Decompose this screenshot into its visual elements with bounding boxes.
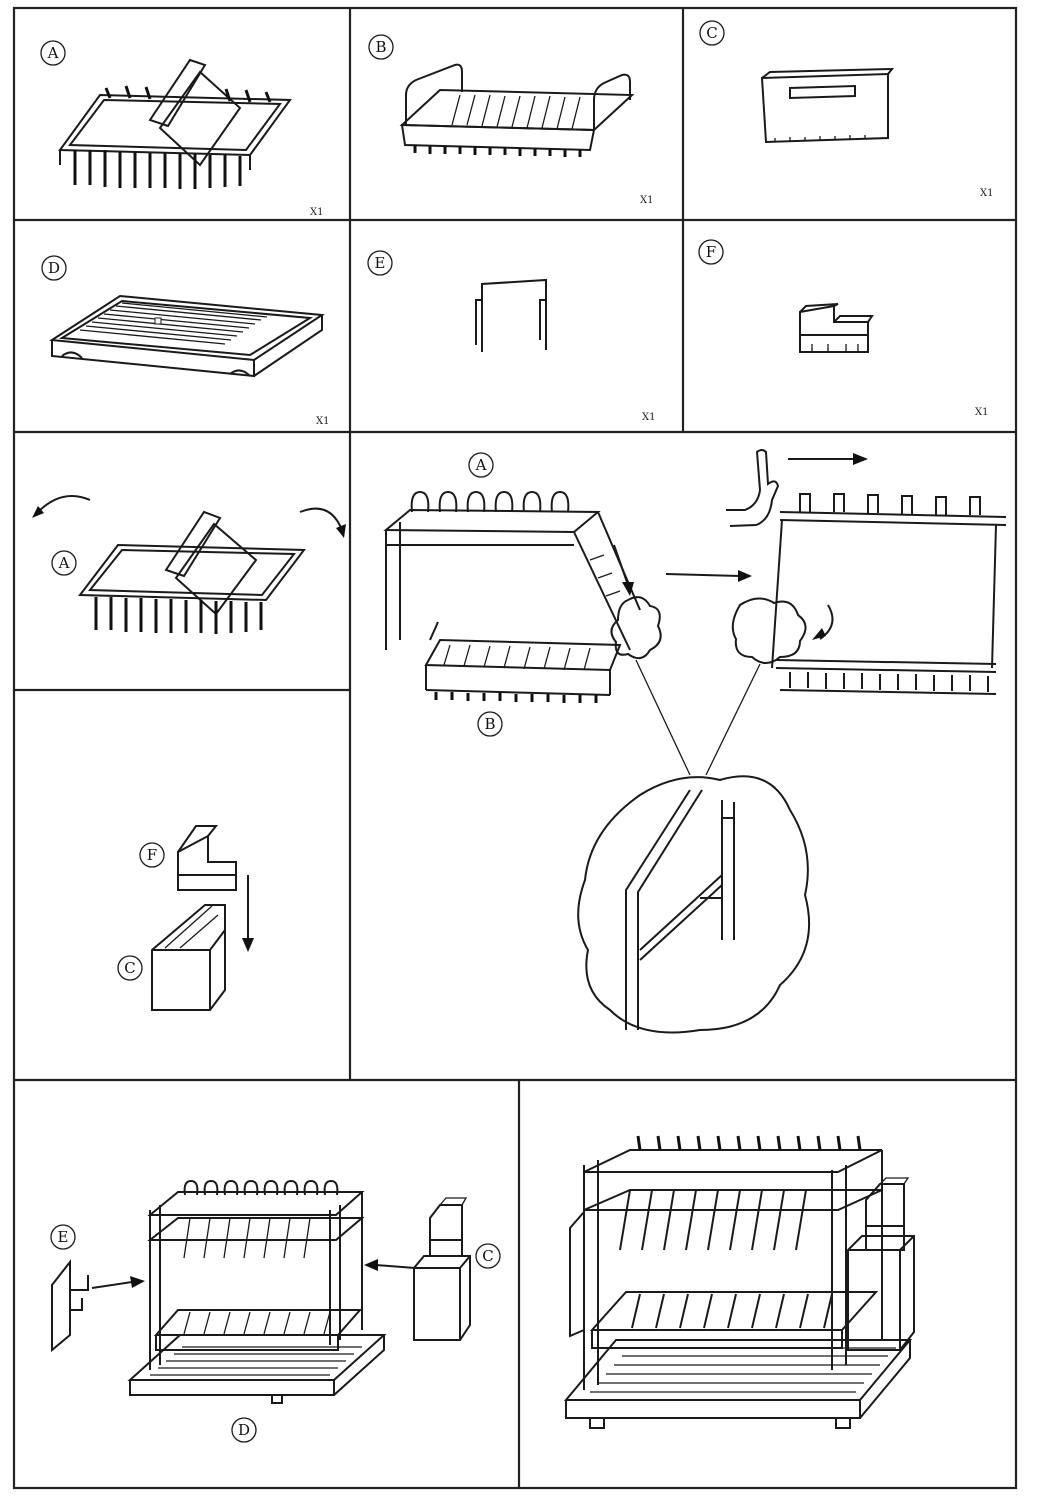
rack-with-tray-drawing — [127, 1179, 387, 1404]
attach-down-arrow — [613, 544, 629, 586]
rotate-arrow-detail-head — [812, 628, 826, 640]
assembled-rack-front-drawing — [771, 493, 1007, 695]
step-unfold-rack-drawing — [78, 510, 306, 634]
part-b-label: B — [375, 38, 386, 56]
panel-part-a: A X1 — [40, 40, 323, 218]
panel-part-f: F X1 — [698, 239, 988, 418]
part-e-label: E — [375, 254, 386, 272]
step-insert-upper-label: F — [147, 846, 157, 864]
panel-step-attach: A B — [383, 449, 1007, 1034]
assembled-dish-rack-drawing — [563, 1135, 915, 1429]
side-hook-e-drawing — [51, 1259, 89, 1353]
attach-left-arrow — [91, 1281, 133, 1289]
part-e-side-hook-drawing — [475, 278, 547, 352]
rotate-arrow-right-head — [336, 524, 346, 538]
step-attach-top-circle — [468, 452, 494, 478]
part-b-label-circle — [368, 34, 394, 60]
part-e-quantity: X1 — [642, 412, 655, 423]
panel-part-e: E X1 — [367, 250, 655, 423]
panel-part-c: C X1 — [699, 20, 993, 199]
rotate-arrow-left — [37, 495, 91, 513]
insert-down-arrow-head — [242, 938, 254, 952]
part-e-label-circle — [367, 250, 393, 276]
part-d-quantity: X1 — [316, 416, 329, 427]
rotate-arrow-right — [299, 507, 343, 531]
part-d-label-circle — [41, 255, 67, 281]
panel-part-b: B X1 — [368, 34, 653, 206]
panel-step-final-assembly: E C D — [50, 1179, 501, 1443]
panel-grid — [12, 6, 1018, 1490]
part-d-label: D — [48, 259, 60, 277]
part-a-upper-rack-drawing — [58, 58, 292, 189]
knife-block-drawing — [177, 825, 237, 891]
step-unfold-label-circle — [51, 550, 77, 576]
lower-basket-b-drawing — [424, 621, 622, 703]
panel-step-insert: F C — [117, 825, 254, 1011]
push-arrow-head — [853, 453, 868, 465]
upright-rack-a-drawing — [383, 490, 641, 651]
step-attach-top-label: A — [475, 456, 487, 474]
part-d-drip-tray-drawing — [49, 294, 325, 378]
step-final-bottom-label: D — [238, 1421, 250, 1439]
step-attach-bottom-circle — [477, 711, 503, 737]
part-a-quantity: X1 — [310, 207, 323, 218]
utensil-holder-drawing — [151, 904, 226, 1011]
proceed-arrow — [665, 573, 741, 577]
panel-step-unfold: A — [32, 495, 346, 634]
attach-right-arrow-head — [364, 1259, 378, 1271]
detail-callout-small-right — [731, 597, 807, 664]
step-final-right-circle — [475, 1243, 501, 1269]
step-insert-lower-circle — [117, 955, 143, 981]
panel-part-d: D X1 — [41, 255, 329, 427]
rotate-arrow-left-head — [32, 506, 44, 518]
part-b-lower-basket-drawing — [399, 63, 635, 157]
part-f-quantity: X1 — [975, 407, 988, 418]
part-c-quantity: X1 — [980, 188, 993, 199]
part-c-label-circle — [699, 20, 725, 46]
part-a-label: A — [47, 44, 59, 62]
detail-callout-small-left — [610, 596, 662, 660]
callout-leader-right — [705, 663, 761, 776]
panel-final-result — [563, 1135, 915, 1429]
step-attach-bottom-label: B — [484, 715, 495, 733]
attach-down-arrow-head — [622, 582, 634, 596]
step-unfold-part-label: A — [58, 554, 70, 572]
step-final-left-label: E — [58, 1228, 69, 1246]
step-insert-upper-circle — [139, 842, 165, 868]
attach-right-arrow — [375, 1264, 416, 1269]
part-b-quantity: X1 — [640, 195, 653, 206]
attach-left-arrow-head — [130, 1276, 145, 1288]
step-insert-lower-label: C — [124, 959, 135, 977]
step-final-left-circle — [50, 1224, 76, 1250]
part-c-utensil-holder-drawing — [760, 67, 895, 144]
part-a-label-circle — [40, 40, 66, 66]
hand-push-drawing — [726, 449, 780, 527]
step-final-right-label: C — [482, 1247, 493, 1265]
detail-callout-enlarged — [577, 775, 811, 1034]
holder-c-with-block-drawing — [413, 1197, 471, 1341]
part-f-label-circle — [698, 239, 724, 265]
part-f-knife-block-drawing — [799, 303, 874, 353]
callout-leader-left — [635, 659, 691, 776]
proceed-arrow-head — [738, 570, 752, 582]
part-f-label: F — [706, 243, 716, 261]
part-c-label: C — [706, 24, 717, 42]
step-final-bottom-circle — [231, 1417, 257, 1443]
